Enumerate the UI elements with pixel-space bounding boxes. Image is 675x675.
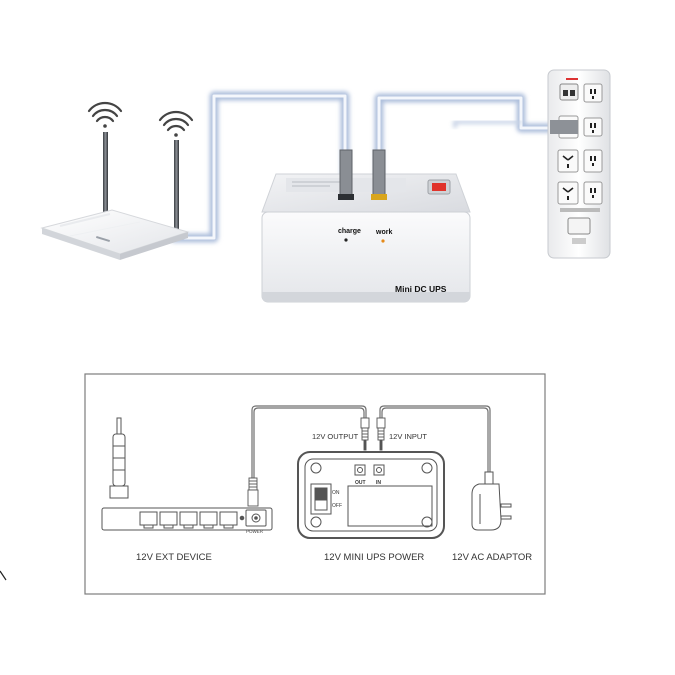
outlet-icon	[583, 181, 603, 205]
ethernet-ports	[139, 511, 238, 529]
out-port-label: OUT	[355, 480, 366, 486]
work-label: work	[375, 229, 392, 236]
connection-schematic: 12V OUTPUT 12V INPUT	[84, 373, 546, 595]
schematic-router	[101, 417, 273, 531]
edge-mark	[0, 570, 7, 581]
charge-led	[344, 238, 348, 242]
schematic-ups-box	[297, 451, 445, 539]
cable-router-to-ups	[172, 91, 350, 243]
schematic-ac-adaptor	[471, 471, 512, 531]
cable-ups-to-powerstrip	[374, 93, 578, 190]
outlet-icon	[583, 117, 603, 137]
usb-port-icon	[559, 83, 579, 101]
work-led	[381, 239, 385, 243]
power-port-label: POWER	[246, 529, 264, 534]
router-antenna-left	[103, 132, 108, 244]
photo-illustration: charge work Mini DC UPS	[40, 69, 611, 303]
in-port-label: IN	[376, 480, 381, 486]
mini-dc-ups-unit: charge work Mini DC UPS	[261, 149, 471, 303]
schematic-output-plug	[360, 417, 370, 451]
wifi-signal-icon	[158, 110, 194, 137]
ups-power-switch	[432, 183, 446, 191]
caption-mini-ups: 12V MINI UPS POWER	[324, 552, 424, 563]
on-label: ON	[332, 490, 340, 496]
outlet-icon	[583, 149, 603, 173]
caption-ac-adaptor: 12V AC ADAPTOR	[452, 552, 532, 563]
ups-input-plug	[372, 149, 386, 197]
router-antenna-right	[174, 140, 179, 238]
schematic-device-plug	[247, 477, 259, 507]
outlet-icon	[583, 83, 603, 103]
power-strip	[547, 69, 611, 259]
adapter-plug	[550, 120, 578, 134]
outlet-icon	[557, 181, 579, 205]
off-label: OFF	[332, 503, 342, 509]
wifi-signal-icon	[87, 101, 123, 128]
schematic-input-plug	[376, 417, 386, 451]
input-cable-label: 12V INPUT	[389, 432, 427, 441]
product-name: Mini DC UPS	[395, 284, 447, 294]
ups-output-plug	[339, 149, 353, 197]
output-cable-label: 12V OUTPUT	[312, 432, 359, 441]
wifi-router	[40, 101, 194, 260]
schematic-cables	[251, 405, 491, 478]
power-strip-switch	[567, 217, 591, 235]
outlet-icon	[557, 149, 579, 173]
in-port	[373, 464, 385, 476]
caption-ext-device: 12V EXT DEVICE	[136, 552, 212, 563]
charge-label: charge	[338, 228, 361, 235]
out-port	[354, 464, 366, 476]
